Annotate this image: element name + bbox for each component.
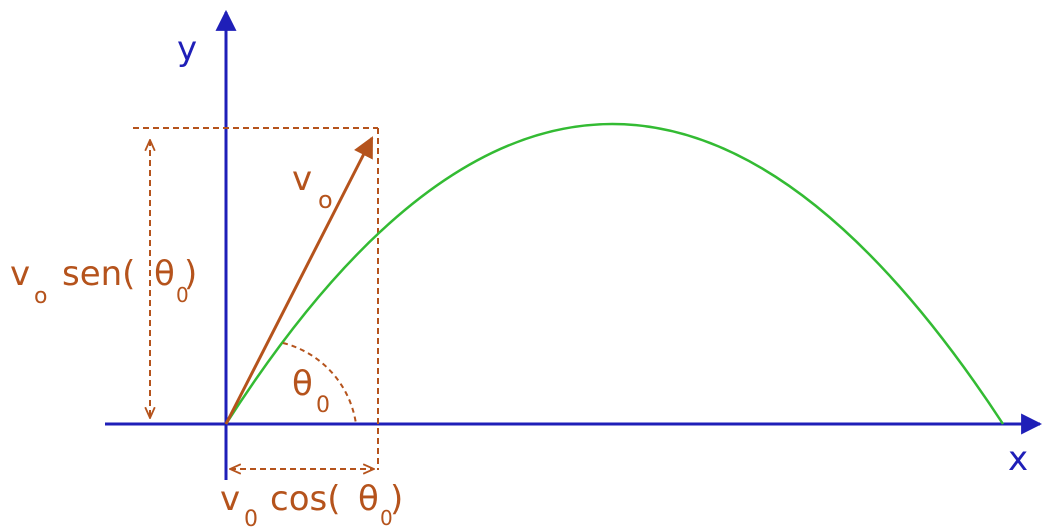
horizontal-component-close: ): [390, 479, 403, 519]
y-axis-label: y: [177, 29, 197, 69]
angle-label: θ: [292, 364, 313, 404]
x-axis-label: x: [1008, 439, 1028, 479]
horizontal-component-theta: θ: [358, 479, 379, 519]
angle-label-subscript: 0: [316, 393, 330, 418]
trajectory-curve: [224, 122, 1005, 425]
vertical-component-function: sen(: [62, 254, 135, 294]
angle-arc: [282, 342, 357, 425]
vertical-component-close: ): [184, 254, 197, 294]
horizontal-component-function: cos(: [270, 479, 340, 519]
vertical-component-theta-subscript: 0: [176, 283, 189, 307]
vertical-component-theta: θ: [154, 254, 175, 294]
vertical-component-v: v: [10, 254, 30, 294]
velocity-vector: [224, 136, 374, 425]
vertical-component-v-subscript: o: [34, 284, 47, 309]
horizontal-component-theta-subscript: 0: [380, 506, 393, 530]
horizontal-component-v: v: [220, 479, 240, 519]
horizontal-component-v-subscript: 0: [244, 507, 258, 531]
velocity-label-subscript: o: [318, 186, 333, 214]
velocity-label: v: [292, 159, 312, 199]
